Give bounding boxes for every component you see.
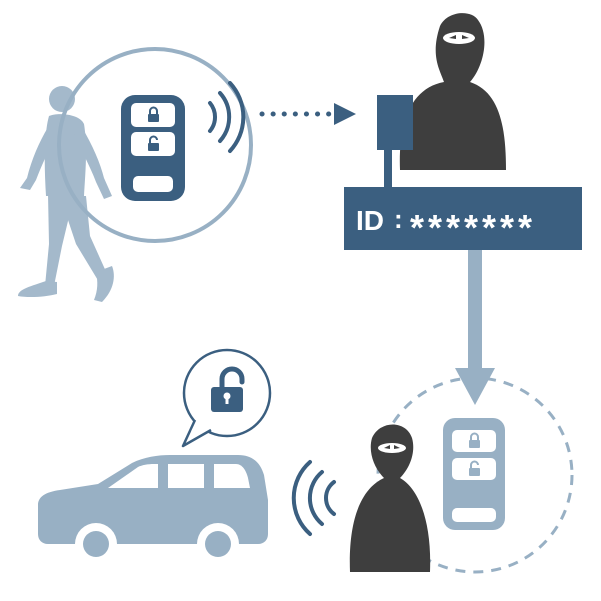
hooded-attacker-icon: [349, 424, 431, 572]
dotted-arrow: [259, 103, 356, 125]
unlocked-padlock-icon: [211, 366, 245, 412]
id-panel: ID : *******: [344, 187, 582, 250]
relay-device-icon: [377, 95, 413, 190]
car-icon: [38, 455, 268, 565]
down-arrow: [455, 250, 495, 405]
id-masked-value: *******: [410, 207, 536, 248]
walking-person-icon: [18, 86, 114, 302]
id-separator: :: [394, 204, 403, 234]
id-label: ID: [356, 205, 384, 236]
relay-range-circle: [376, 376, 574, 574]
signal-waves-icon: [208, 81, 246, 153]
hooded-attacker-icon: [399, 13, 506, 170]
key-fob-icon: [443, 418, 505, 530]
owner-range-circle: [57, 47, 253, 243]
key-fob-icon: [121, 95, 185, 201]
signal-waves-icon: [291, 460, 336, 536]
